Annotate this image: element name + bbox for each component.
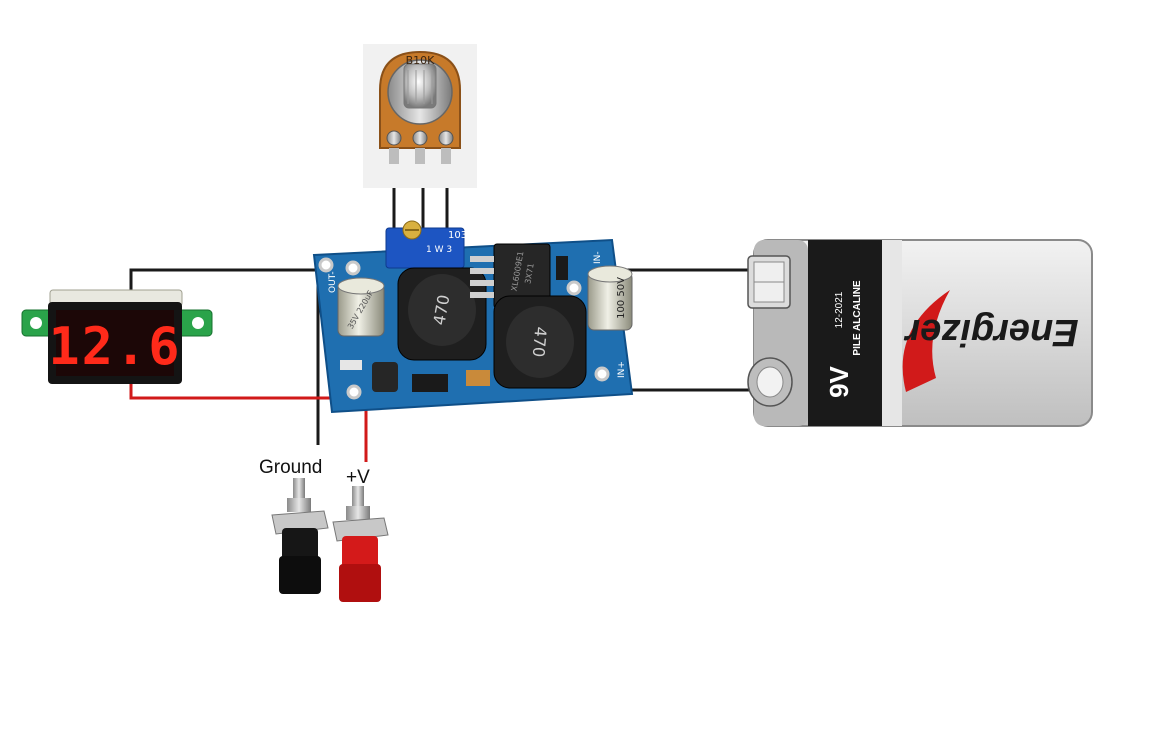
voltmeter-display-window: [56, 310, 174, 376]
battery-voltage: 9V: [824, 365, 854, 397]
pin-label-in-plus: IN+: [617, 361, 627, 378]
binding-post-plus: [332, 486, 389, 602]
chip-text-2: 3X71: [523, 263, 535, 285]
binding-post-ground: [271, 478, 329, 594]
voltmeter-reading: 12.6: [48, 317, 181, 377]
boost-converter-board: OUT- IN- IN+ 103 1 W 3 35V 220uF 470 XL6…: [312, 220, 634, 414]
capacitor-right-label: 100 50V: [616, 277, 627, 319]
battery-chemistry: PILE ALCALINE: [852, 280, 863, 356]
pot-shaft: [403, 63, 437, 109]
battery-9v: 9V PILE ALCALINE 12-2021 Energizer: [747, 239, 1093, 427]
regulator-chip: XL6009E1 3X71: [470, 243, 551, 309]
pin-label-in-minus: IN-: [593, 251, 603, 264]
plus-v-label: +V: [346, 467, 370, 488]
trimmer-marking: 103: [448, 230, 467, 241]
inductor-left: 470: [397, 267, 487, 361]
battery-swoosh: [902, 290, 950, 392]
capacitor-right: 100 50V: [587, 265, 633, 331]
potentiometer: B10K: [363, 44, 477, 188]
battery-black-band: [808, 240, 882, 426]
capacitor-left: 35V 220uF: [337, 277, 385, 337]
ground-label: Ground: [259, 457, 322, 478]
battery-date-code: 12-2021: [834, 291, 845, 328]
trimmer-resistor: 103 1 W 3: [385, 220, 467, 269]
wire-meter-negative: [129, 268, 318, 293]
inductor-right-label: 470: [529, 326, 551, 358]
battery-brand: Energizer: [903, 311, 1078, 353]
digital-voltmeter: 12.6: [21, 289, 213, 384]
battery-terminal-negative: [747, 255, 791, 309]
battery-terminal-positive: [747, 357, 793, 407]
pot-marking: B10K: [406, 54, 436, 67]
pin-label-out-minus: OUT-: [328, 271, 338, 293]
trimmer-pin-marks: 1 W 3: [426, 245, 452, 255]
inductor-right: 470: [493, 295, 587, 389]
